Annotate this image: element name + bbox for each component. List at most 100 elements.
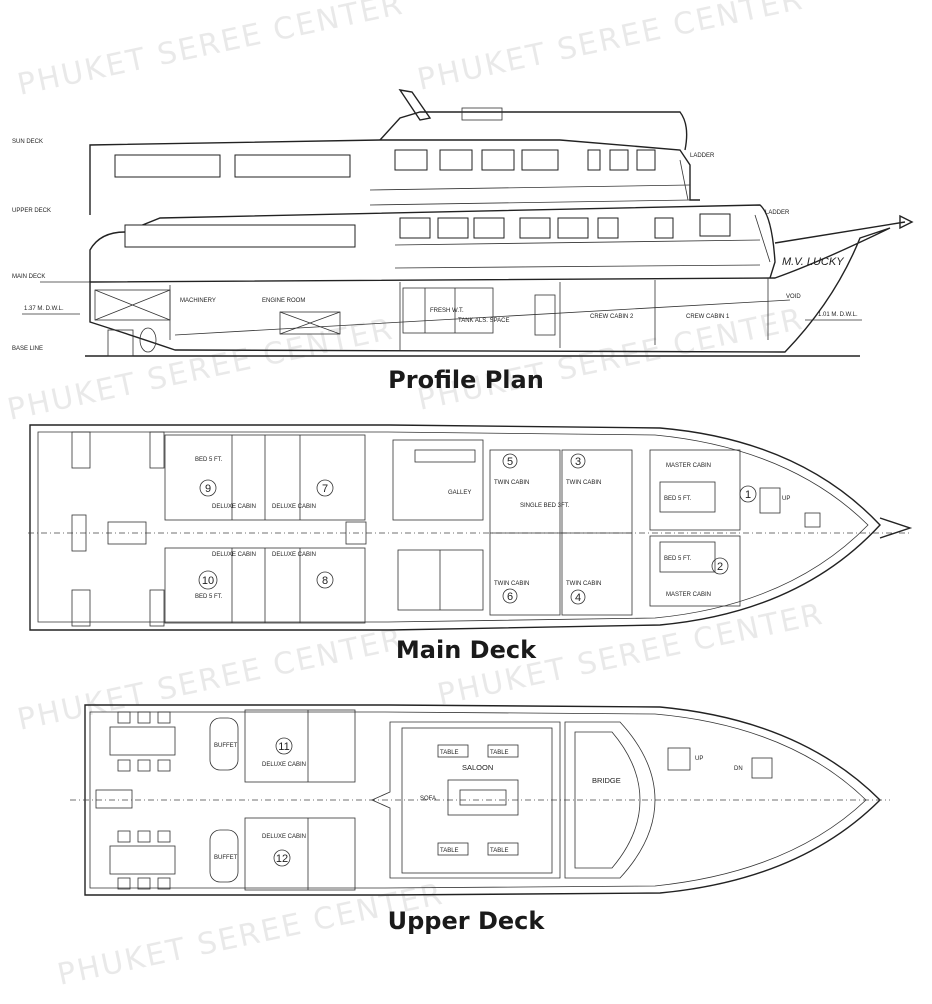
bench [149, 431, 165, 469]
room-label-tank: TANK ALS. SPACE [458, 318, 509, 324]
draft-aft-label: 1.37 M. D.W.L. [24, 306, 64, 312]
bridge-console [574, 731, 641, 869]
sun-deck-roof [379, 111, 688, 151]
upper-window [587, 149, 601, 171]
cabin-number-badge [570, 453, 586, 469]
cabin-name: TWIN CABIN [494, 581, 529, 587]
chair [157, 877, 171, 890]
twin-cabins-aft [489, 449, 561, 616]
saloon-label: SALOON [462, 763, 493, 772]
main-window [597, 217, 619, 239]
chair [117, 711, 131, 724]
galley-counter [414, 449, 476, 463]
propeller [139, 327, 157, 353]
cabin-12 [244, 817, 356, 891]
deck-label-base: BASE LINE [12, 346, 43, 352]
chair [137, 830, 151, 843]
ladder-line [679, 159, 689, 201]
bed-label: BED 5 FT. [195, 457, 223, 463]
machinery-cross [279, 311, 341, 335]
upper-window [439, 149, 473, 171]
master-bed [659, 481, 716, 513]
dining-table [109, 845, 176, 875]
saloon-table [437, 842, 469, 856]
chair [137, 759, 151, 772]
cabin-number-badge [198, 570, 218, 590]
bow-stair [751, 757, 773, 779]
bench [71, 589, 91, 627]
ladder-label-main: LADDER [765, 210, 790, 216]
cabin-number: 9 [205, 483, 211, 495]
bow-tip-main [879, 517, 913, 539]
center-table [459, 789, 507, 806]
cabin-number: 6 [507, 591, 513, 603]
cabin-number: 5 [507, 456, 513, 468]
main-window [654, 217, 674, 239]
main-window [519, 217, 551, 239]
main-deck-plan: 9 7 10 8 DELUXE CABIN DELUXE CABIN DELUX… [28, 424, 913, 631]
watermark-text: PHUKET SEREE CENTER [414, 0, 807, 98]
upper-superstructure [89, 139, 700, 215]
cabin-name: MASTER CABIN [666, 463, 711, 469]
table-label: TABLE [490, 848, 509, 854]
bow-tip [899, 214, 914, 230]
up-label: UP [782, 496, 790, 502]
rudder [107, 329, 134, 357]
cabin-name: DELUXE CABIN [272, 552, 316, 558]
sun-deck-box [461, 107, 503, 121]
room-label-freshwater: FRESH W.T. [430, 308, 464, 314]
cabin-11 [244, 709, 356, 783]
galley-label: GALLEY [448, 490, 471, 496]
saloon-inner [401, 727, 553, 874]
ladder-line [754, 214, 771, 263]
saloon-outline [371, 721, 561, 879]
upper-rail [369, 184, 691, 191]
dn-label: DN [734, 766, 743, 772]
profile-plan: SUN DECK UPPER DECK MAIN DECK BASE LINE [12, 89, 914, 357]
caption-upper-deck: Upper Deck [387, 907, 545, 935]
room-label-crew1: CREW CABIN 1 [686, 314, 730, 320]
room-label-engine: ENGINE ROOM [262, 298, 305, 304]
saloon-table [487, 744, 519, 758]
watermark-text: PHUKET SEREE CENTER [14, 0, 407, 103]
cabin-name: MASTER CABIN [666, 592, 711, 598]
caption-profile-plan: Profile Plan [388, 366, 544, 394]
buffet-label: BUFFET [214, 855, 238, 861]
cabin-number-badge [199, 479, 217, 497]
main-window [437, 217, 469, 239]
bed-label: BED 5 FT. [195, 594, 223, 600]
main-window [399, 217, 431, 239]
main-window [557, 217, 589, 239]
forepeak-ladder [759, 487, 781, 514]
buffet-counter [209, 717, 239, 771]
heads [397, 549, 484, 611]
main-window [699, 213, 731, 237]
galley [392, 439, 484, 521]
room-label-crew2: CREW CABIN 2 [590, 314, 634, 320]
cabin-number: 11 [278, 741, 289, 753]
chair [157, 830, 171, 843]
cabin-name: DELUXE CABIN [212, 504, 256, 510]
cabin-number: 10 [202, 575, 214, 587]
center-sofa [447, 779, 519, 816]
cabin-number: 1 [745, 489, 751, 501]
cabin-name: TWIN CABIN [494, 480, 529, 486]
draft-fwd-label: 1.01 M. D.W.L. [818, 312, 858, 318]
main-superstructure [89, 204, 776, 282]
table-label: TABLE [490, 750, 509, 756]
chair [157, 711, 171, 724]
mast-fin [398, 89, 432, 121]
deck-label-upper: UPPER DECK [12, 208, 51, 214]
cabin-number-badge [502, 588, 518, 604]
vessel-name: M.V. LUCKY [782, 256, 844, 268]
room-label-void: VOID [786, 294, 801, 300]
cabin-number-badge [273, 849, 291, 867]
upper-window [234, 154, 351, 178]
bed-label: BED 5 FT. [664, 556, 692, 562]
cabin-name: TWIN CABIN [566, 480, 601, 486]
table-label: TABLE [440, 750, 459, 756]
chair [117, 759, 131, 772]
dining-table [109, 726, 176, 756]
